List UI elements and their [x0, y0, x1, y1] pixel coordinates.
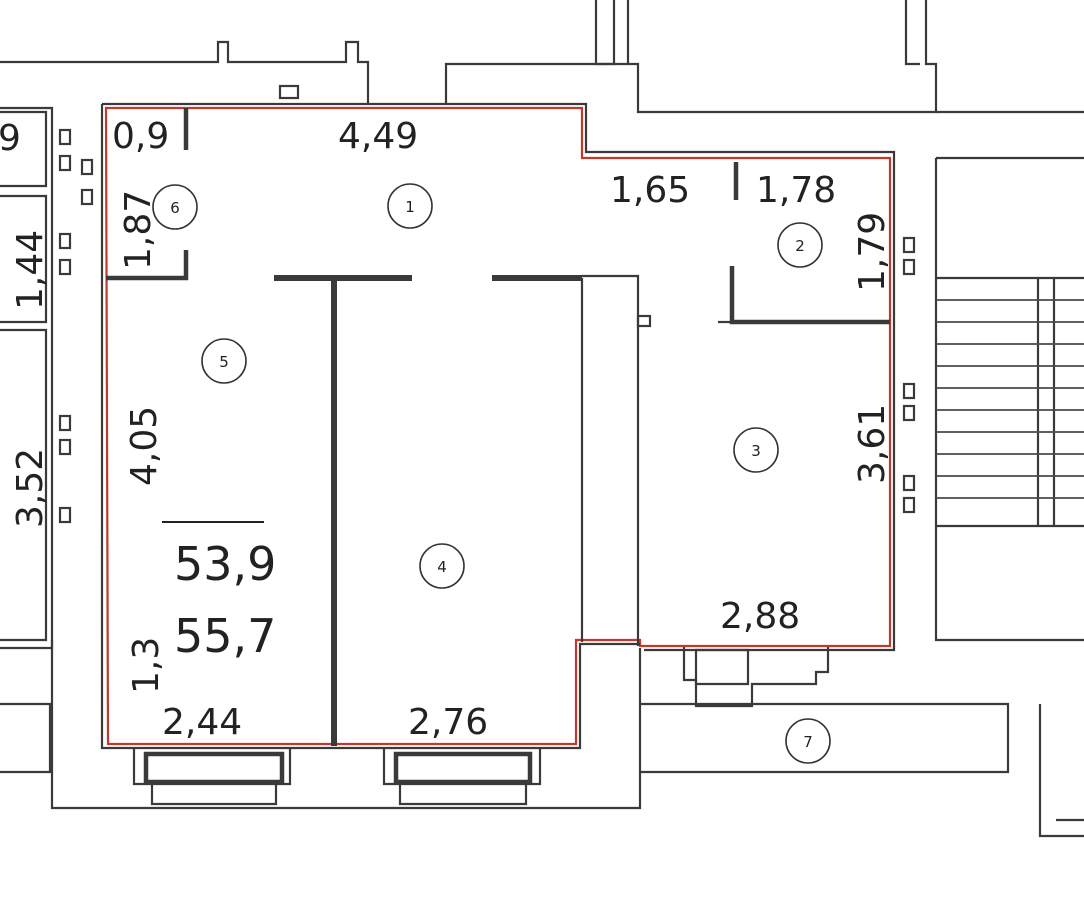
bottom-windows [132, 748, 542, 806]
dim-4-49: 4,49 [338, 116, 418, 157]
apartment-outer-wall [100, 102, 896, 750]
upper-building-walls [444, 0, 1084, 642]
dim-1-65: 1,65 [610, 170, 690, 211]
dim-2-76: 2,76 [408, 702, 488, 743]
dim-1-44: 1,44 [10, 230, 51, 310]
dim-3-61: 3,61 [852, 404, 893, 484]
dim-1-79: 1,79 [852, 212, 893, 292]
room-6-label: 6 [170, 199, 180, 217]
dim-2-88: 2,88 [720, 596, 800, 637]
dim-0-9: 0,9 [112, 116, 169, 157]
room-7-label: 7 [803, 733, 813, 751]
apartment-outline [104, 106, 892, 746]
dimension-labels: 0,9 4,49 1,65 1,78 2,88 2,44 2,76 9 1,87… [0, 116, 893, 743]
corridor-walls [630, 646, 1084, 838]
left-neighbour-rooms [0, 40, 630, 810]
room-1-label: 1 [405, 198, 415, 216]
area-labels: 53,9 55,7 [162, 521, 276, 663]
staircase [902, 236, 1084, 528]
dim-4-05: 4,05 [124, 406, 165, 486]
room-4-label: 4 [437, 558, 447, 576]
interior-partitions [106, 108, 890, 746]
room-3-label: 3 [751, 442, 761, 460]
dim-2-44: 2,44 [162, 702, 242, 743]
room-5-label: 5 [219, 353, 229, 371]
room-markers: 1 2 3 4 5 6 7 [152, 183, 831, 764]
room-2-label: 2 [795, 237, 805, 255]
dim-1-3: 1,3 [126, 637, 167, 694]
dim-3-52: 3,52 [10, 448, 51, 528]
dim-9: 9 [0, 118, 21, 159]
dim-1-87: 1,87 [118, 190, 159, 270]
dim-1-78: 1,78 [756, 170, 836, 211]
living-area: 53,9 [174, 537, 276, 591]
total-area: 55,7 [174, 609, 276, 663]
